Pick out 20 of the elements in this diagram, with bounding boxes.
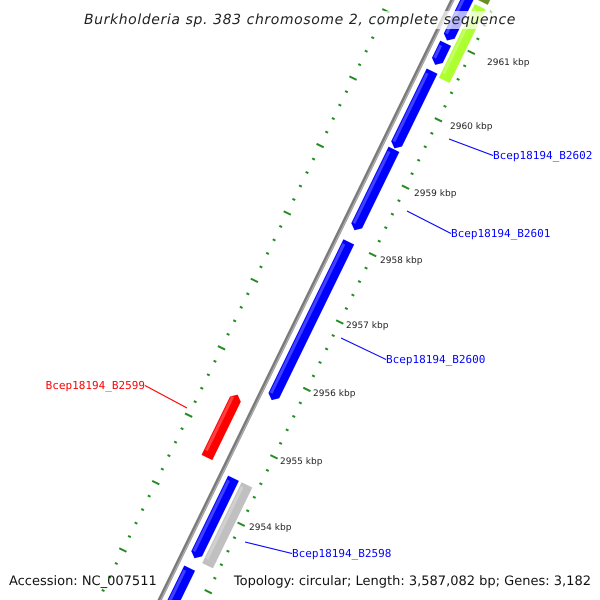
gene-label: Bcep18194_B2600 xyxy=(386,354,486,365)
scale-label: 2961 kbp xyxy=(487,59,530,68)
scale-label: 2955 kbp xyxy=(280,458,322,467)
scale-label: 2959 kbp xyxy=(414,190,456,199)
gene-label: Bcep18194_B2602 xyxy=(493,150,592,161)
gene-label: Bcep18194_B2598 xyxy=(292,548,392,559)
summary-text: Topology: circular; Length: 3,587,082 bp; Genes: 3,182 xyxy=(234,575,591,588)
scale-label: 2956 kbp xyxy=(313,390,356,399)
leader-line xyxy=(340,338,386,360)
leader-line xyxy=(144,385,188,408)
scale-label: 2957 kbp xyxy=(346,322,388,331)
leader-line xyxy=(406,210,452,234)
gene-label: Bcep18194_B2599 xyxy=(46,380,145,391)
leader-line xyxy=(244,542,292,554)
scale-label: 2954 kbp xyxy=(249,524,292,533)
gene-label: Bcep18194_B2601 xyxy=(451,228,550,239)
leader-line xyxy=(448,138,494,156)
scale-label: 2960 kbp xyxy=(450,123,492,132)
scale-label: 2958 kbp xyxy=(380,257,422,266)
accession-text: Accession: NC_007511 xyxy=(9,575,157,588)
